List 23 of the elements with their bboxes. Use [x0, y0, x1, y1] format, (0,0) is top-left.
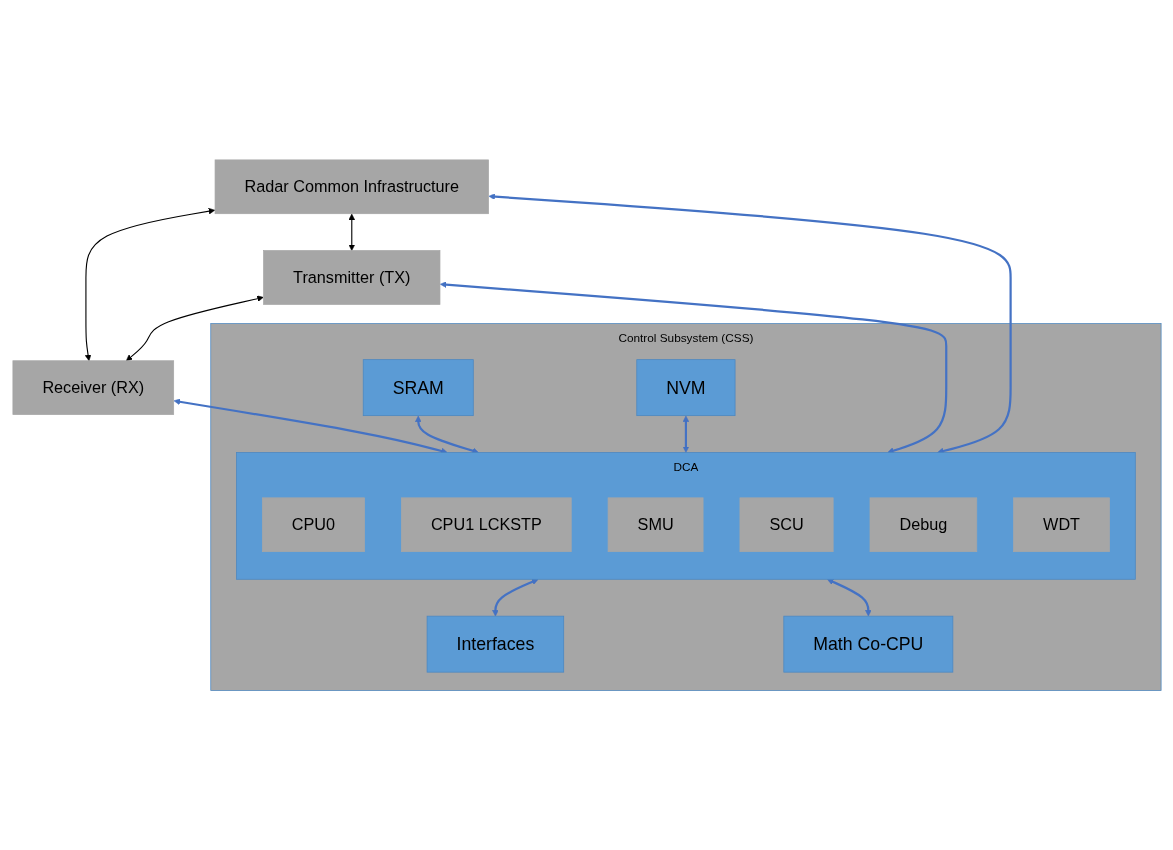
- node-box: SRAM: [362, 359, 474, 416]
- node-box: Receiver (RX): [12, 360, 174, 415]
- node-box: NVM: [635, 359, 735, 416]
- node-box: Transmitter (TX): [262, 249, 440, 305]
- node-box: WDT: [1012, 497, 1110, 552]
- arrow: [488, 193, 1012, 454]
- arrow: [173, 398, 447, 454]
- arrow: [84, 207, 215, 361]
- arrow: [125, 295, 264, 361]
- node-box: SMU: [607, 497, 703, 552]
- arrow: [682, 415, 689, 453]
- arrow: [826, 578, 872, 617]
- node-box: Interfaces: [426, 615, 564, 673]
- node-box: Math Co-CPU: [782, 615, 953, 673]
- node-box: SCU: [739, 497, 833, 552]
- arrow: [491, 578, 538, 617]
- node-box: Radar Common Infrastructure: [214, 159, 489, 214]
- arrow: [414, 415, 479, 454]
- node-box: CPU0: [261, 497, 365, 552]
- node-box: CPU1 LCKSTP: [400, 497, 572, 552]
- node-box: Debug: [869, 497, 977, 552]
- arrow: [439, 281, 947, 454]
- arrow: [348, 213, 355, 251]
